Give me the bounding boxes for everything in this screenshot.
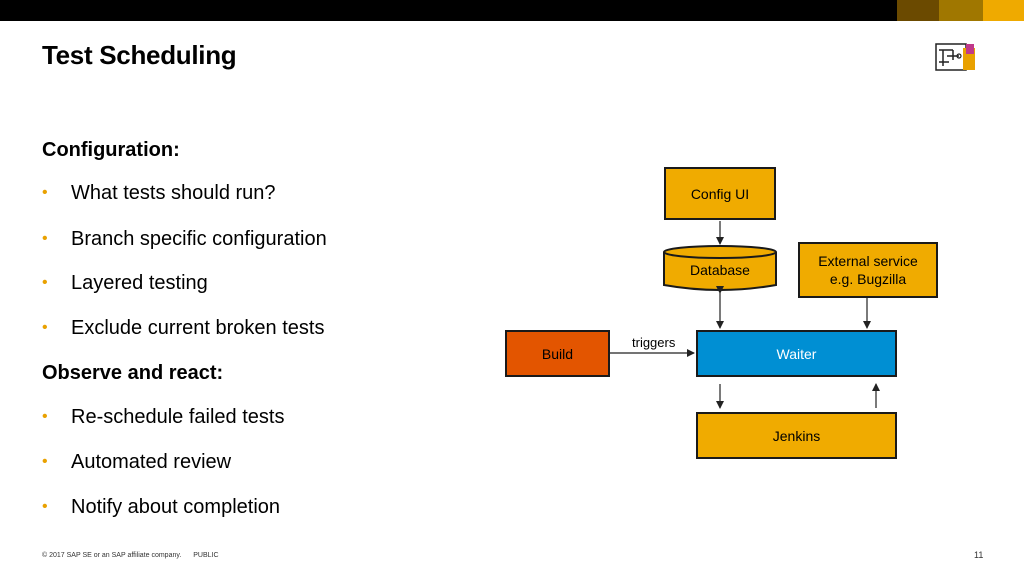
triggers-label: triggers <box>632 335 676 350</box>
bullet-icon: • <box>42 319 48 336</box>
list-item-text: Re-schedule failed tests <box>71 406 285 428</box>
bullet-icon: • <box>42 408 48 425</box>
blueprint-icon <box>935 43 975 71</box>
list-item-text: Exclude current broken tests <box>71 317 325 339</box>
config-ui-box: Config UI <box>664 167 776 220</box>
external-service-box: External service e.g. Bugzilla <box>798 242 938 298</box>
footer-copyright: © 2017 SAP SE or an SAP affiliate compan… <box>42 552 219 559</box>
section-heading-observe: Observe and react: <box>42 362 224 384</box>
bullet-icon: • <box>42 453 48 470</box>
external-service-example: e.g. Bugzilla <box>829 271 907 287</box>
waiter-box: Waiter <box>696 330 897 377</box>
brand-stripe-dark <box>897 0 939 21</box>
classification-text: PUBLIC <box>193 552 219 559</box>
bullet-icon: • <box>42 184 48 201</box>
database-cylinder <box>663 245 777 291</box>
top-brand-bar <box>0 0 1024 21</box>
bullet-icon: • <box>42 274 48 291</box>
list-item-text: Layered testing <box>71 272 208 294</box>
bullet-icon: • <box>42 230 48 247</box>
external-service-label: External service <box>818 253 918 269</box>
copyright-text: © 2017 SAP SE or an SAP affiliate compan… <box>42 552 182 559</box>
build-box: Build <box>505 330 610 377</box>
slide-title: Test Scheduling <box>42 40 237 70</box>
brand-stripe-mid <box>939 0 983 21</box>
list-item-text: Branch specific configuration <box>71 228 327 250</box>
list-item-text: Automated review <box>71 451 232 473</box>
jenkins-box: Jenkins <box>696 412 897 459</box>
page-number: 11 <box>974 550 984 560</box>
brand-stripe-light <box>983 0 1024 21</box>
database-label: Database <box>690 262 750 278</box>
list-item-text: Notify about completion <box>71 496 281 518</box>
bullet-icon: • <box>42 498 48 515</box>
section-heading-configuration: Configuration: <box>42 139 180 161</box>
list-item-text: What tests should run? <box>71 182 276 204</box>
